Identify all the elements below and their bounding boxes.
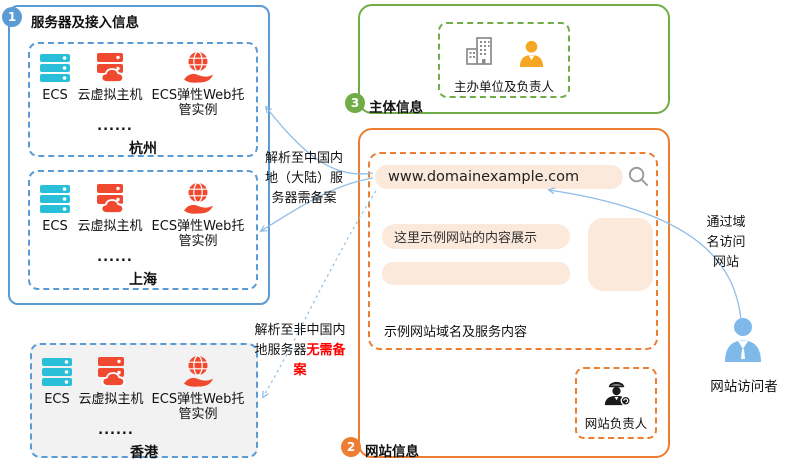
region-shanghai: ECS 云虚拟主机 ECS弹性Web托管实例 ...... 上海 <box>28 173 258 289</box>
ecs-label: ECS <box>42 88 68 103</box>
server-section-badge: 1 <box>2 7 22 27</box>
ecs-label: ECS <box>44 392 70 407</box>
responsible-person-icon <box>517 39 546 68</box>
site-content-pill: 这里示例网站的内容展示 <box>382 224 570 249</box>
cloud-host-item: 云虚拟主机 <box>77 51 143 119</box>
region-hongkong: ECS 云虚拟主机 ECS弹性Web托管实例 ...... 香港 <box>30 346 258 462</box>
website-section-badge: 2 <box>341 437 361 457</box>
cloud-host-item: 云虚拟主机 <box>78 355 144 423</box>
region-box-hangzhou <box>28 42 258 157</box>
region-box-hongkong <box>30 343 258 458</box>
region-box-shanghai <box>28 170 258 290</box>
cloud-host-label: 云虚拟主机 <box>77 219 143 234</box>
ecs-server-icon <box>38 51 72 85</box>
access-via-domain-note: 通过域名访问网站 <box>706 215 746 271</box>
cloud-host-icon <box>94 355 128 389</box>
web-hosting-label: ECS弹性Web托管实例 <box>151 392 245 422</box>
cloud-host-icon <box>93 182 127 216</box>
cloud-host-item: 云虚拟主机 <box>77 182 143 250</box>
content-placeholder-pill <box>382 262 570 285</box>
region-name-hongkong: 香港 <box>130 444 158 461</box>
website-caption: 示例网站域名及服务内容 <box>384 325 528 340</box>
mainland-filing-note: 解析至中国内地（大陆）服务器需备案 <box>264 151 343 207</box>
cloud-host-label: 云虚拟主机 <box>77 88 143 103</box>
address-bar-text: www.domainexample.com <box>388 169 580 185</box>
web-hosting-label: ECS弹性Web托管实例 <box>151 219 245 249</box>
address-bar[interactable]: www.domainexample.com <box>375 165 623 189</box>
web-hosting-item: ECS弹性Web托管实例 <box>148 355 248 423</box>
cloud-host-label: 云虚拟主机 <box>78 392 144 407</box>
web-hosting-icon <box>180 182 216 216</box>
cloud-host-icon <box>93 51 127 85</box>
ecs-item: ECS <box>40 355 74 423</box>
ellipsis: ...... <box>97 118 133 134</box>
ecs-server-icon <box>38 182 72 216</box>
region-name-shanghai: 上海 <box>129 271 157 288</box>
region-hangzhou: ECS 云虚拟主机 ECS弹性Web托管实例 ...... 杭州 <box>28 42 258 158</box>
content-placeholder-block <box>588 218 653 291</box>
web-hosting-icon <box>180 355 216 389</box>
overseas-filing-note: 解析至非中国内地服务器无需备案 <box>254 321 346 381</box>
site-content-text: 这里示例网站的内容展示 <box>394 231 538 246</box>
ecs-label: ECS <box>42 219 68 234</box>
ellipsis: ...... <box>98 422 134 438</box>
web-hosting-item: ECS弹性Web托管实例 <box>148 182 248 250</box>
subject-section-badge: 3 <box>345 93 365 113</box>
website-visitor-label: 网站访问者 <box>710 379 778 395</box>
subject-section-title: 主体信息 <box>369 100 423 116</box>
website-section-title: 网站信息 <box>365 444 419 460</box>
ecs-server-icon <box>40 355 74 389</box>
region-name-hangzhou: 杭州 <box>129 140 157 157</box>
organization-building-icon <box>463 34 497 68</box>
ellipsis: ...... <box>97 249 133 265</box>
site-owner-icon <box>601 377 632 408</box>
ecs-item: ECS <box>38 51 72 119</box>
web-hosting-item: ECS弹性Web托管实例 <box>148 51 248 119</box>
website-visitor-icon <box>723 317 763 363</box>
search-icon[interactable] <box>627 165 650 188</box>
site-owner-box: 网站负责人 <box>575 367 657 439</box>
web-hosting-label: ECS弹性Web托管实例 <box>151 88 245 118</box>
ecs-item: ECS <box>38 182 72 250</box>
subject-card-label: 主办单位及负责人 <box>453 79 554 94</box>
web-hosting-icon <box>180 51 216 85</box>
subject-card: 主办单位及负责人 <box>438 22 570 98</box>
server-section-title: 服务器及接入信息 <box>31 15 139 31</box>
site-owner-label: 网站负责人 <box>584 416 648 431</box>
